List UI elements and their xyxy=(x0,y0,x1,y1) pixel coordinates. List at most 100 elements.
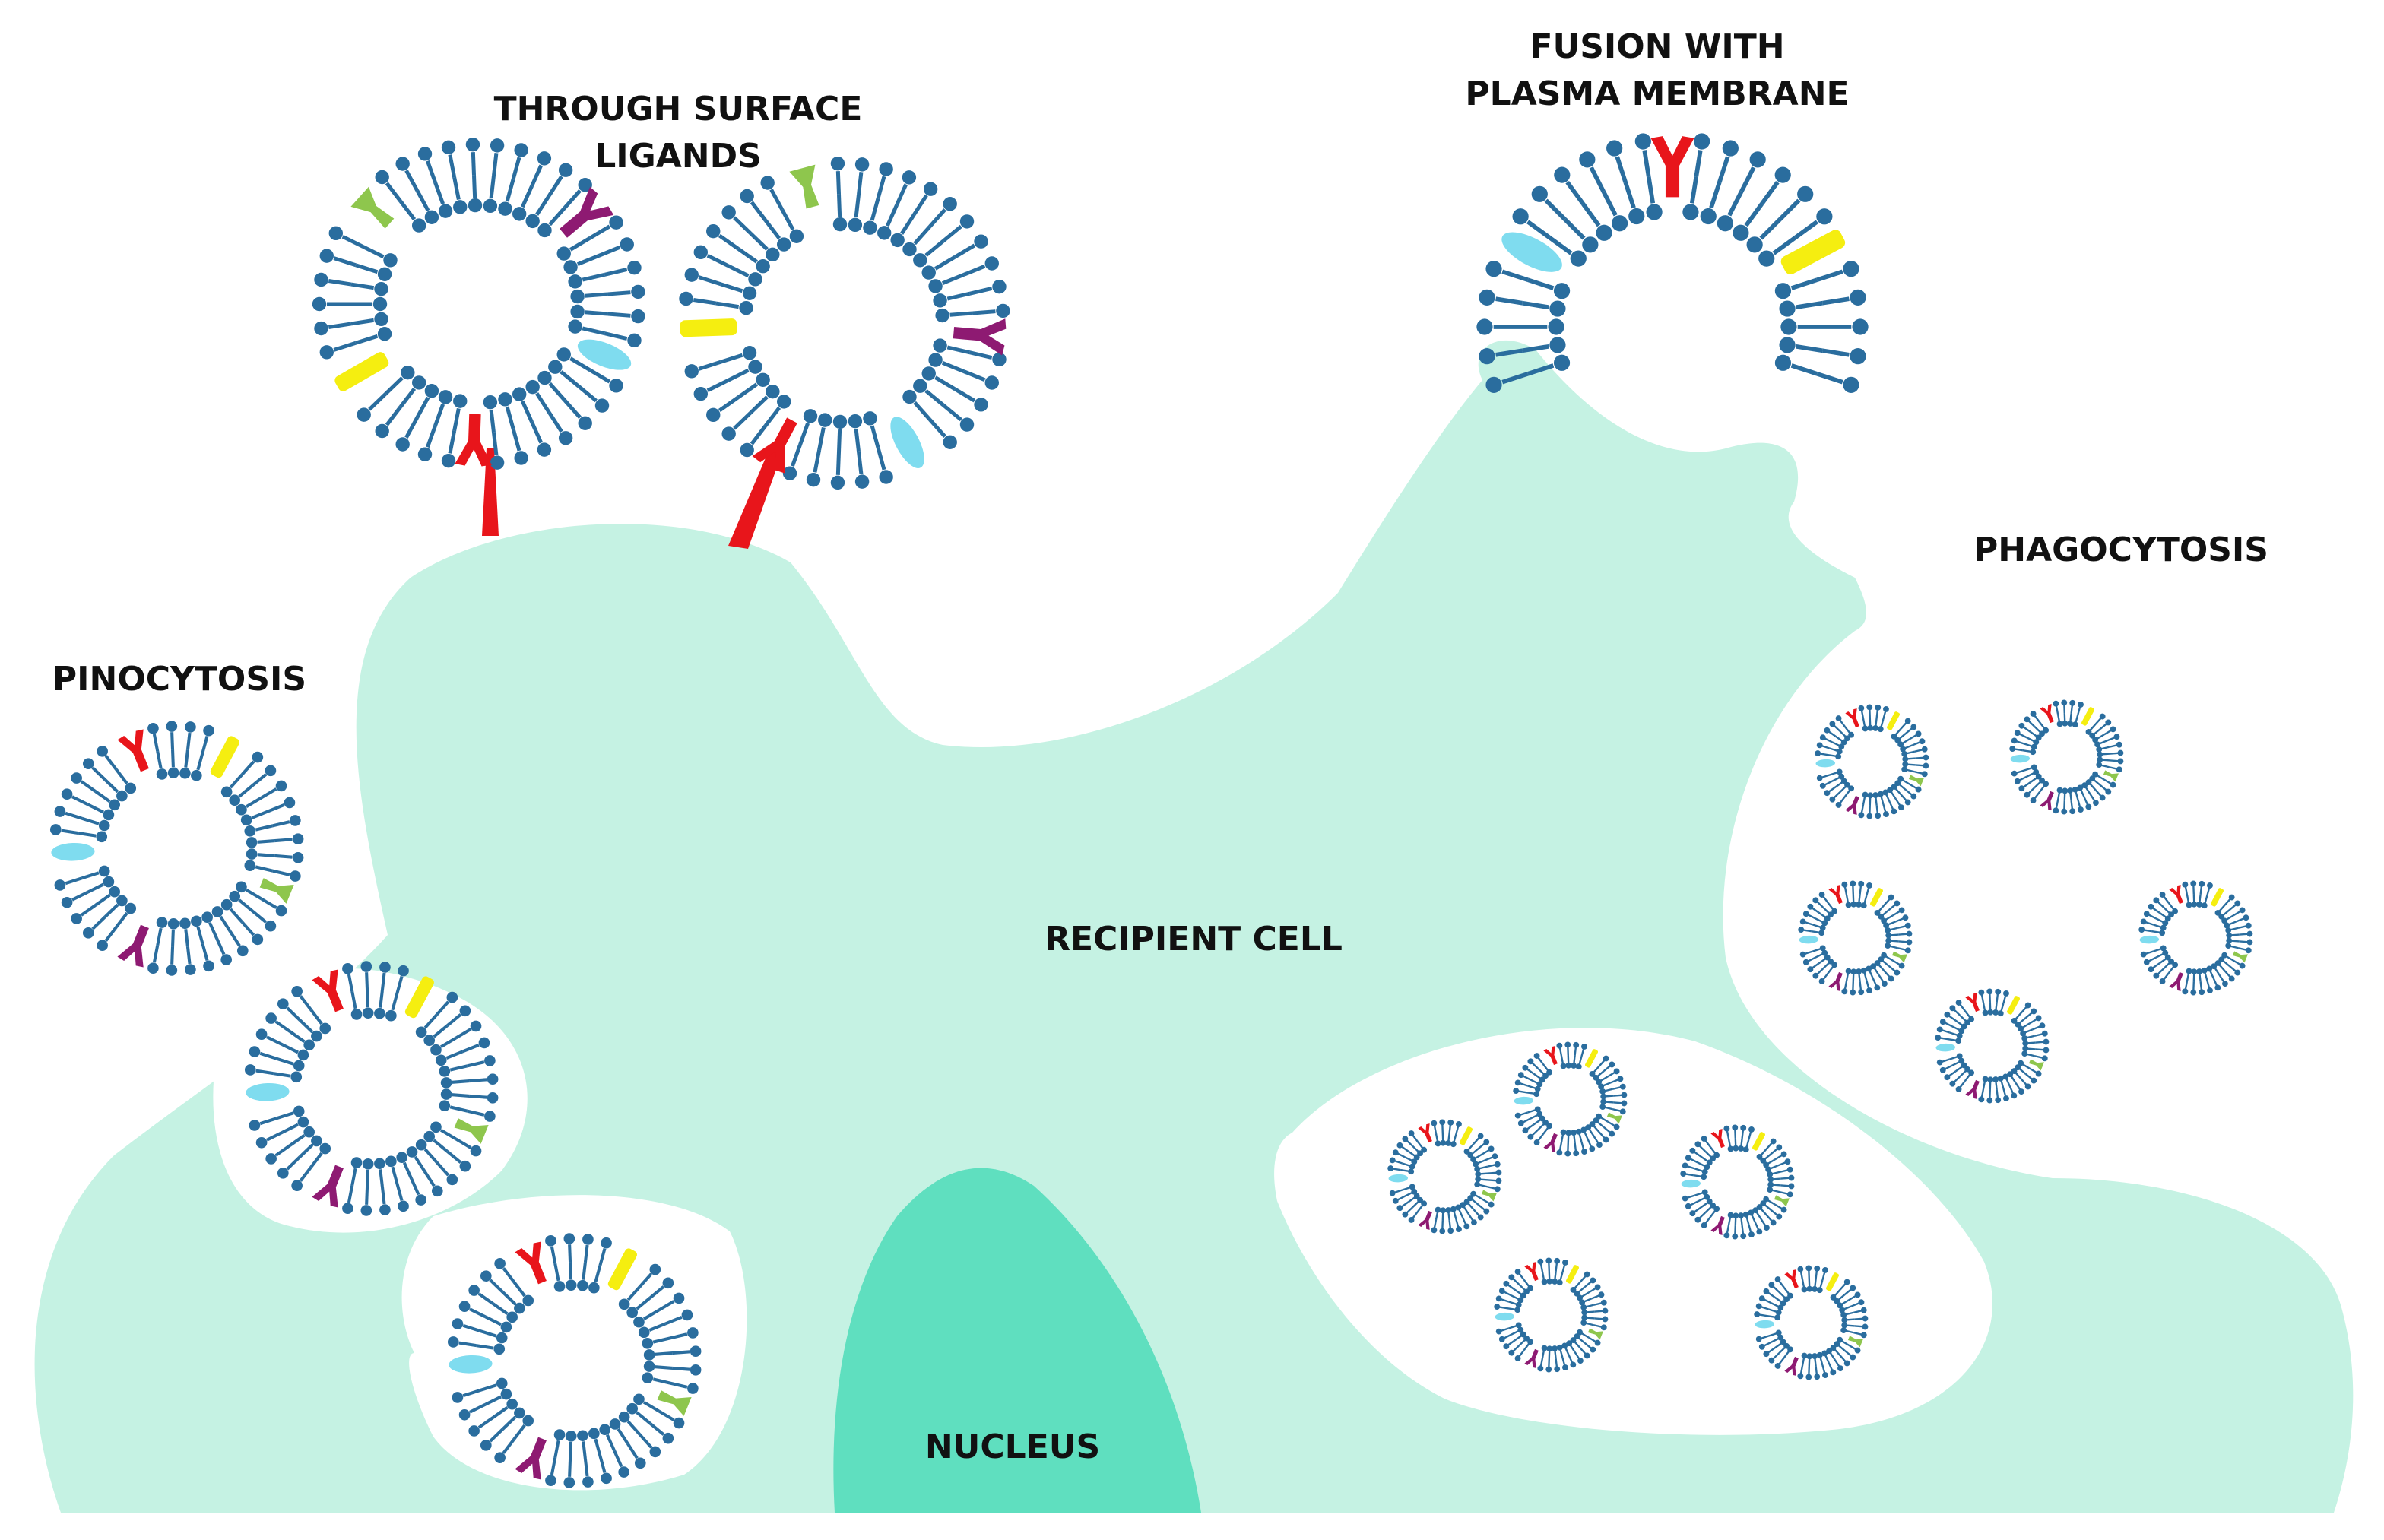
ligand-G xyxy=(1908,775,1924,787)
ligand-P xyxy=(2169,971,2183,991)
ligand-R xyxy=(1845,708,1859,728)
vesicle xyxy=(2009,699,2124,815)
ligand-Y xyxy=(607,1248,637,1291)
ligand-R xyxy=(455,414,492,467)
label-phagocytosis: PHAGOCYTOSIS xyxy=(1973,531,2268,569)
ligand-G xyxy=(1774,1195,1790,1207)
ligand-C xyxy=(1495,1312,1515,1321)
ligand-C xyxy=(1815,759,1836,768)
ligand-G xyxy=(1847,1336,1863,1348)
receptor-stalk-1 xyxy=(482,448,499,536)
vesicle xyxy=(1754,1265,1869,1380)
label-through-surface-ligands-line2: LIGANDS xyxy=(594,137,762,176)
ligand-C xyxy=(51,842,95,861)
ligand-G xyxy=(2232,951,2248,963)
ligand-R xyxy=(1418,1123,1432,1143)
label-pinocytosis: PINOCYTOSIS xyxy=(52,660,306,699)
ligand-P xyxy=(117,924,149,968)
ligand-Y xyxy=(2081,707,2095,726)
ligand-P xyxy=(1524,1348,1539,1368)
ligand-Y xyxy=(1585,1049,1599,1068)
ligand-Y xyxy=(404,976,434,1019)
ligand-G xyxy=(1606,1112,1622,1124)
ligand-R xyxy=(117,729,149,772)
ligand-C xyxy=(890,417,924,468)
label-fusion-line2: PLASMA MEMBRANE xyxy=(1465,74,1849,113)
ligand-Y xyxy=(1826,1272,1840,1291)
vesicle xyxy=(447,1233,702,1488)
ligand-G xyxy=(1481,1190,1497,1202)
ligand-P xyxy=(1710,1215,1725,1235)
vesicle-layer xyxy=(49,133,2253,1488)
ligand-P xyxy=(2040,791,2054,810)
ligand-C xyxy=(1501,232,1562,272)
vesicle xyxy=(1798,880,1913,996)
ligand-Y xyxy=(1460,1126,1473,1145)
ligand-Y xyxy=(680,318,737,337)
ligand-P xyxy=(953,318,1007,356)
ligand-Y xyxy=(1887,711,1901,730)
ligand-P xyxy=(1543,1133,1558,1152)
ligand-G xyxy=(2028,1059,2044,1071)
label-fusion-line1: FUSION WITH xyxy=(1530,27,1784,66)
ligand-R xyxy=(1784,1269,1799,1289)
ligand-R xyxy=(1710,1129,1725,1149)
vesicle xyxy=(1680,1124,1795,1240)
ligand-P xyxy=(1418,1210,1432,1230)
ligand-R xyxy=(1650,136,1694,198)
vesicle xyxy=(1513,1041,1628,1157)
ligand-P xyxy=(1845,795,1859,815)
vesicle xyxy=(312,137,645,470)
ligand-Y xyxy=(2007,996,2021,1015)
ligand-Y xyxy=(210,736,239,778)
vesicle xyxy=(679,156,1010,490)
ligand-R xyxy=(752,417,797,474)
vesicle xyxy=(2138,880,2253,996)
ligand-G xyxy=(1587,1328,1603,1340)
ligand-R xyxy=(515,1241,547,1285)
ligand-R xyxy=(1543,1046,1558,1066)
ligand-C xyxy=(449,1355,493,1374)
ligand-P xyxy=(560,186,614,238)
ligand-C xyxy=(1799,935,1819,944)
vesicle xyxy=(1935,988,2050,1104)
label-through-surface-ligands-line1: THROUGH SURFACE xyxy=(494,90,863,128)
ligand-C xyxy=(2139,935,2160,944)
ligand-C xyxy=(246,1082,290,1101)
ligand-P xyxy=(1784,1356,1799,1376)
ligand-P xyxy=(1965,1079,1980,1099)
ligand-C xyxy=(1514,1096,1534,1105)
ligand-Y xyxy=(2211,888,2224,907)
ligand-Y xyxy=(334,352,389,391)
ligand-C xyxy=(1935,1043,1956,1052)
ligand-G xyxy=(2103,770,2119,782)
vesicle xyxy=(49,721,304,976)
ligand-P xyxy=(1828,971,1843,991)
ligand-G xyxy=(454,1118,489,1144)
ligand-R xyxy=(1965,993,1980,1012)
vesicle xyxy=(1387,1119,1502,1234)
phagocytosis-pocket-lower xyxy=(1274,1028,1993,1435)
vesicle xyxy=(1815,704,1929,819)
ligand-G xyxy=(789,164,820,209)
ligand-C xyxy=(1755,1320,1775,1329)
ligand-G xyxy=(657,1390,692,1416)
ligand-Y xyxy=(1752,1132,1766,1151)
ligand-C xyxy=(2010,754,2031,763)
ligand-Y xyxy=(1870,888,1884,907)
ligand-C xyxy=(1388,1174,1409,1183)
ligand-G xyxy=(1891,951,1907,963)
ligand-P xyxy=(312,1165,344,1208)
ligand-R xyxy=(1524,1262,1539,1282)
ligand-C xyxy=(1681,1179,1701,1188)
ligand-P xyxy=(515,1437,547,1480)
ligand-Y xyxy=(1780,230,1846,275)
vesicle xyxy=(1476,133,1869,393)
nucleus xyxy=(833,1168,1201,1513)
ligand-G xyxy=(259,878,294,904)
vesicle xyxy=(244,961,499,1216)
label-nucleus: NUCLEUS xyxy=(925,1428,1100,1466)
vesicle xyxy=(1494,1257,1609,1373)
receptor-stalk-2 xyxy=(728,445,783,549)
